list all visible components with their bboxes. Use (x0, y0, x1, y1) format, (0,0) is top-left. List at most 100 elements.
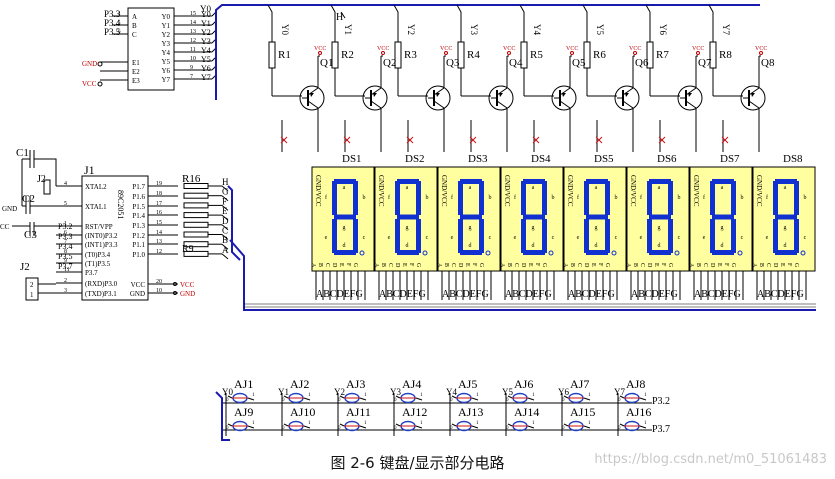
pin-number: 11 (190, 47, 196, 53)
wire (370, 100, 382, 109)
segment-pin-label: A (310, 263, 316, 268)
pin-number: 19 (156, 181, 162, 187)
emitter-arrow (373, 93, 377, 97)
segment-letter: f (640, 194, 642, 201)
wire (527, 425, 535, 429)
segment-letter: g (532, 225, 535, 231)
segment-pin-label: C (639, 263, 645, 267)
segment-g (460, 214, 482, 220)
digit-line (582, 4, 588, 42)
no-connect-mark (343, 136, 351, 144)
wire (748, 87, 760, 96)
digit-line (708, 4, 714, 42)
pin-number: 1 (588, 393, 591, 398)
segment-letter: g (469, 225, 472, 231)
wire (507, 395, 513, 399)
pin-number: 5 (64, 201, 67, 207)
segment-pin-label: E (338, 263, 344, 267)
gnd-label: GND (2, 205, 17, 213)
pin-number: 0 (562, 398, 565, 403)
decoder-output-net: Y0 (201, 10, 211, 19)
pin-number: 14 (156, 230, 162, 236)
segment-pin-label: D (583, 263, 589, 268)
segment-pin-label: D (709, 263, 715, 268)
segment-net-label: F (222, 196, 227, 206)
resistor (183, 202, 209, 209)
display-name: DS5 (594, 153, 614, 165)
common-pin-label: GND/VCC (503, 175, 511, 207)
key-column-net: Y1 (278, 387, 289, 397)
pin-number: 1 (476, 393, 479, 398)
segment-pin-label: B (569, 263, 575, 267)
segment-c (416, 219, 421, 253)
wire (496, 100, 508, 109)
mcu-external-net: P3.5 (58, 252, 72, 261)
segment-bus-labels: ABCDEFG (631, 289, 678, 300)
net-port (173, 282, 177, 286)
segment-pin-label: E (464, 263, 470, 267)
pin-number: 6 (64, 230, 67, 236)
pin-number: 0 (394, 398, 397, 403)
vcc-port (759, 51, 763, 55)
vcc-label: VCC (755, 46, 767, 52)
segment-f (395, 181, 400, 215)
wire (359, 397, 367, 401)
segment-letter: d (658, 243, 661, 249)
pin-number: 1 (476, 421, 479, 426)
segment-letter: f (514, 194, 516, 201)
segment-f (521, 181, 526, 215)
wire (370, 87, 382, 96)
segment-letter: g (721, 225, 724, 231)
segment-bus-labels: ABCDEFG (694, 289, 741, 300)
pin-number: 10 (190, 56, 196, 62)
pin-number: 14 (190, 20, 196, 26)
vcc-label: VCC (629, 46, 641, 52)
mcu-name: J1 (84, 163, 95, 177)
no-connect-stroke (406, 136, 414, 144)
mcu-body (81, 175, 149, 301)
segment-letter: d (595, 243, 598, 249)
mcu-left-pin: XTAL1 (85, 203, 107, 211)
segment-pin-label: D (331, 263, 337, 268)
display-name: DS1 (342, 153, 362, 165)
bus-label: Y0 (200, 4, 211, 14)
vcc-label: VCC (377, 46, 389, 52)
segment-c (794, 219, 799, 253)
segment-a (775, 179, 797, 184)
wire (221, 195, 229, 202)
pin-number: 6 (118, 30, 121, 35)
decoder-output-label: Y0 (161, 13, 170, 21)
mcu-external-net: P3.3 (58, 232, 72, 241)
common-pin-label: GND/VCC (566, 175, 574, 207)
no-connect-mark (280, 136, 288, 144)
segment-pin-label: B (758, 263, 764, 267)
decoder-body (127, 7, 175, 91)
segment-pin-label: F (786, 263, 792, 267)
key-label-bottom: AJ16 (626, 405, 651, 419)
segment-bus-labels: ABCDEFG (568, 289, 615, 300)
segment-pin-label: G (352, 263, 358, 268)
segment-pin-label: F (723, 263, 729, 267)
decimal-point (422, 250, 428, 256)
pin-number: 12 (190, 38, 196, 44)
decimal-point (611, 250, 617, 256)
segment-c (605, 219, 610, 253)
wire (471, 397, 479, 401)
wire (639, 397, 647, 401)
segment-pin-label: G (415, 263, 421, 268)
wire (221, 234, 229, 240)
gnd-net-label: GND (82, 60, 97, 68)
decoder-input-label: A (132, 13, 137, 21)
pin-number: 13 (190, 29, 196, 35)
transistor-label: Q3 (446, 57, 460, 69)
vcc-port (696, 51, 700, 55)
no-connect-stroke (469, 136, 477, 144)
key-label-bottom: AJ15 (570, 405, 595, 419)
segment-pin-label: B (380, 263, 386, 267)
segment-pin-label: E (653, 263, 659, 267)
decoder-output-label: Y3 (161, 40, 170, 48)
